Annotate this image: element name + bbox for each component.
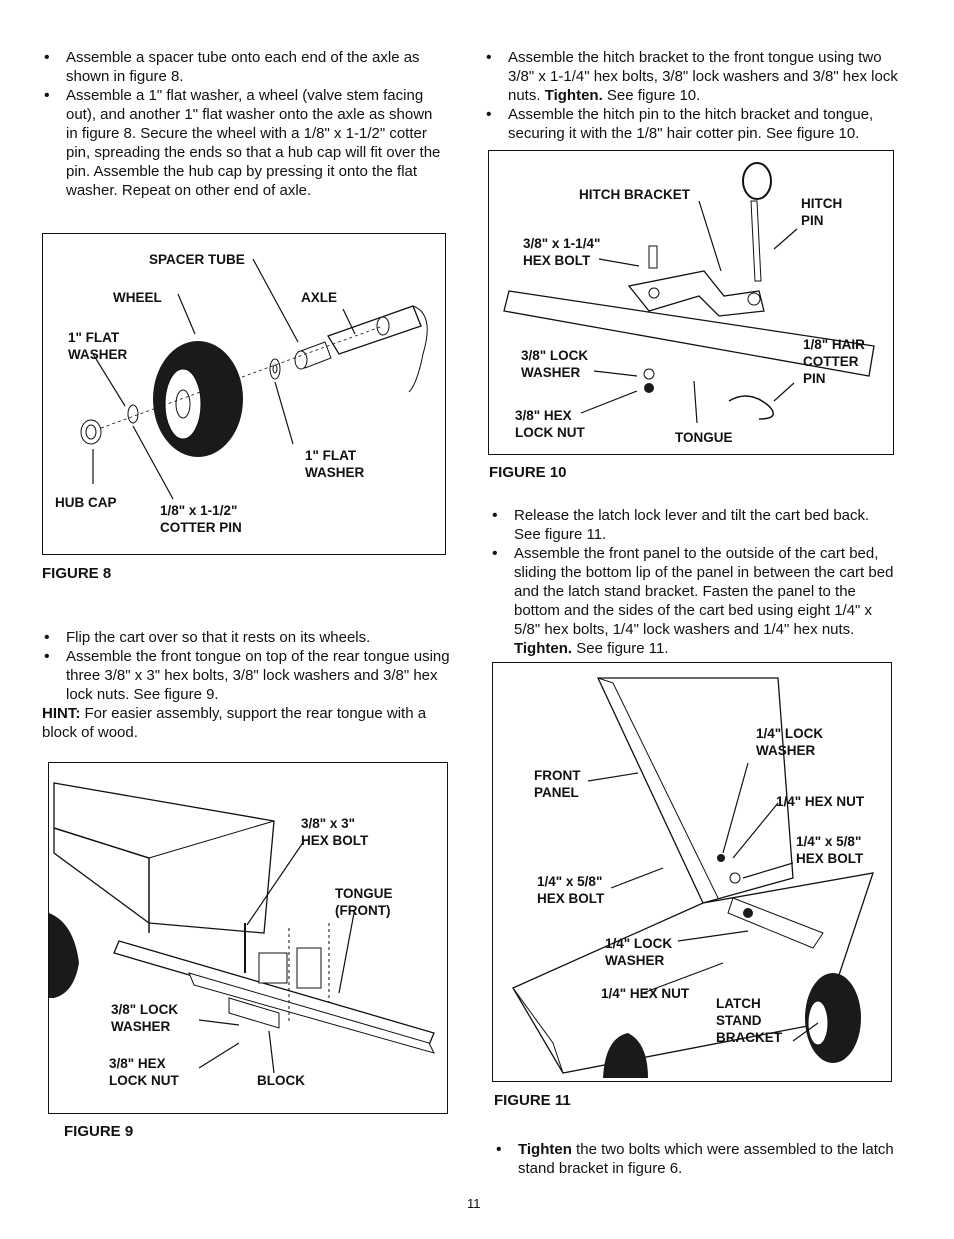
label-hex-bolt-left: 1/4" x 5/8" HEX BOLT — [537, 874, 605, 906]
bullet-bold: Tighten — [518, 1141, 572, 1158]
figure-11: 1/4" LOCK WASHER FRONT PANEL 1/4" HEX NU… — [492, 662, 892, 1082]
label-hex-bolt-right: 1/4" x 5/8" HEX BOLT — [796, 834, 864, 866]
bullet-list: Assemble a spacer tube onto each end of … — [42, 48, 447, 200]
label-hex-nut-bottom: 1/4" HEX NUT — [601, 986, 690, 1001]
left-column-middle: Flip the cart over so that it rests on i… — [42, 628, 450, 742]
label-lock-washer: 3/8" LOCK WASHER — [521, 348, 589, 380]
label-spacer-tube: SPACER TUBE — [149, 252, 245, 267]
label-hex-lock-nut: 3/8" HEX LOCK NUT — [109, 1056, 179, 1088]
bullet-bold: Tighten. — [514, 640, 573, 657]
list-item: Assemble a 1" flat washer, a wheel (valv… — [42, 86, 447, 200]
list-item: Assemble the front panel to the outside … — [490, 544, 895, 658]
label-lock-washer-bottom: 1/4" LOCK WASHER — [605, 936, 673, 968]
figure-9-illustration — [49, 782, 435, 1074]
bullet-text: See figure 11. — [572, 640, 669, 657]
right-column-bottom: Tighten the two bolts which were assembl… — [494, 1140, 894, 1178]
label-hex-bolt: 3/8" x 3" HEX BOLT — [301, 816, 369, 848]
bullet-text: See figure 10. — [602, 87, 701, 104]
label-hitch-bracket: HITCH BRACKET — [579, 187, 690, 202]
label-hex-lock-nut: 3/8" HEX LOCK NUT — [515, 408, 585, 440]
bullet-text: Assemble the front panel to the outside … — [514, 545, 894, 638]
figure-10: HITCH BRACKET HITCH PIN 3/8" x 1-1/4" HE… — [488, 150, 894, 455]
page-number: 11 — [467, 1196, 481, 1211]
label-block: BLOCK — [257, 1073, 305, 1088]
label-lock-washer: 3/8" LOCK WASHER — [111, 1002, 179, 1034]
figure-8-caption: FIGURE 8 — [42, 565, 112, 582]
hint-label: HINT: — [42, 705, 81, 722]
bullet-list: Flip the cart over so that it rests on i… — [42, 628, 450, 704]
figure-8: SPACER TUBE WHEEL AXLE 1" FLAT WASHER 1"… — [42, 233, 446, 555]
label-wheel: WHEEL — [113, 290, 162, 305]
left-column-top: Assemble a spacer tube onto each end of … — [42, 48, 447, 200]
bullet-text: Assemble the hitch bracket to the front … — [508, 49, 898, 104]
bullet-bold: Tighten. — [544, 87, 603, 104]
right-column-middle: Release the latch lock lever and tilt th… — [490, 506, 895, 658]
list-item: Assemble the hitch pin to the hitch brac… — [484, 105, 899, 143]
bullet-text: the two bolts which were assembled to th… — [518, 1141, 894, 1177]
label-cotter-pin: 1/8" x 1-1/2" COTTER PIN — [160, 503, 242, 535]
label-hitch-pin: HITCH PIN — [801, 196, 843, 228]
bullet-list: Tighten the two bolts which were assembl… — [494, 1140, 894, 1178]
figure-9: 3/8" x 3" HEX BOLT TONGUE (FRONT) 3/8" L… — [48, 762, 448, 1114]
label-latch-stand-bracket: LATCH STAND BRACKET — [716, 996, 782, 1045]
label-tongue-front: TONGUE (FRONT) — [335, 886, 393, 918]
list-item: Release the latch lock lever and tilt th… — [490, 506, 895, 544]
label-hub-cap: HUB CAP — [55, 495, 117, 510]
label-hex-nut-top: 1/4" HEX NUT — [776, 794, 865, 809]
right-column-top: Assemble the hitch bracket to the front … — [484, 48, 899, 143]
figure-9-caption: FIGURE 9 — [64, 1123, 134, 1140]
label-axle: AXLE — [301, 290, 338, 305]
figure-8-illustration — [80, 258, 428, 500]
label-tongue: TONGUE — [675, 430, 733, 445]
list-item: Tighten the two bolts which were assembl… — [494, 1140, 894, 1178]
figure-10-caption: FIGURE 10 — [489, 464, 567, 481]
label-hex-bolt: 3/8" x 1-1/4" HEX BOLT — [523, 236, 601, 268]
bullet-list: Release the latch lock lever and tilt th… — [490, 506, 895, 658]
bullet-list: Assemble the hitch bracket to the front … — [484, 48, 899, 143]
list-item: Assemble the hitch bracket to the front … — [484, 48, 899, 105]
list-item: Assemble the front tongue on top of the … — [42, 647, 450, 704]
figure-10-illustration — [503, 162, 875, 424]
label-hair-cotter-pin: 1/8" HAIR COTTER PIN — [803, 337, 865, 386]
label-flat-washer-a: 1" FLAT WASHER — [68, 330, 128, 362]
figure-11-illustration — [512, 677, 874, 1078]
label-front-panel: FRONT PANEL — [534, 768, 581, 800]
list-item: Assemble a spacer tube onto each end of … — [42, 48, 447, 86]
label-lock-washer-top: 1/4" LOCK WASHER — [756, 726, 824, 758]
hint-paragraph: HINT: For easier assembly, support the r… — [42, 704, 450, 742]
figure-11-caption: FIGURE 11 — [494, 1092, 571, 1109]
list-item: Flip the cart over so that it rests on i… — [42, 628, 450, 647]
hint-text: For easier assembly, support the rear to… — [42, 705, 427, 741]
label-flat-washer-b: 1" FLAT WASHER — [305, 448, 365, 480]
